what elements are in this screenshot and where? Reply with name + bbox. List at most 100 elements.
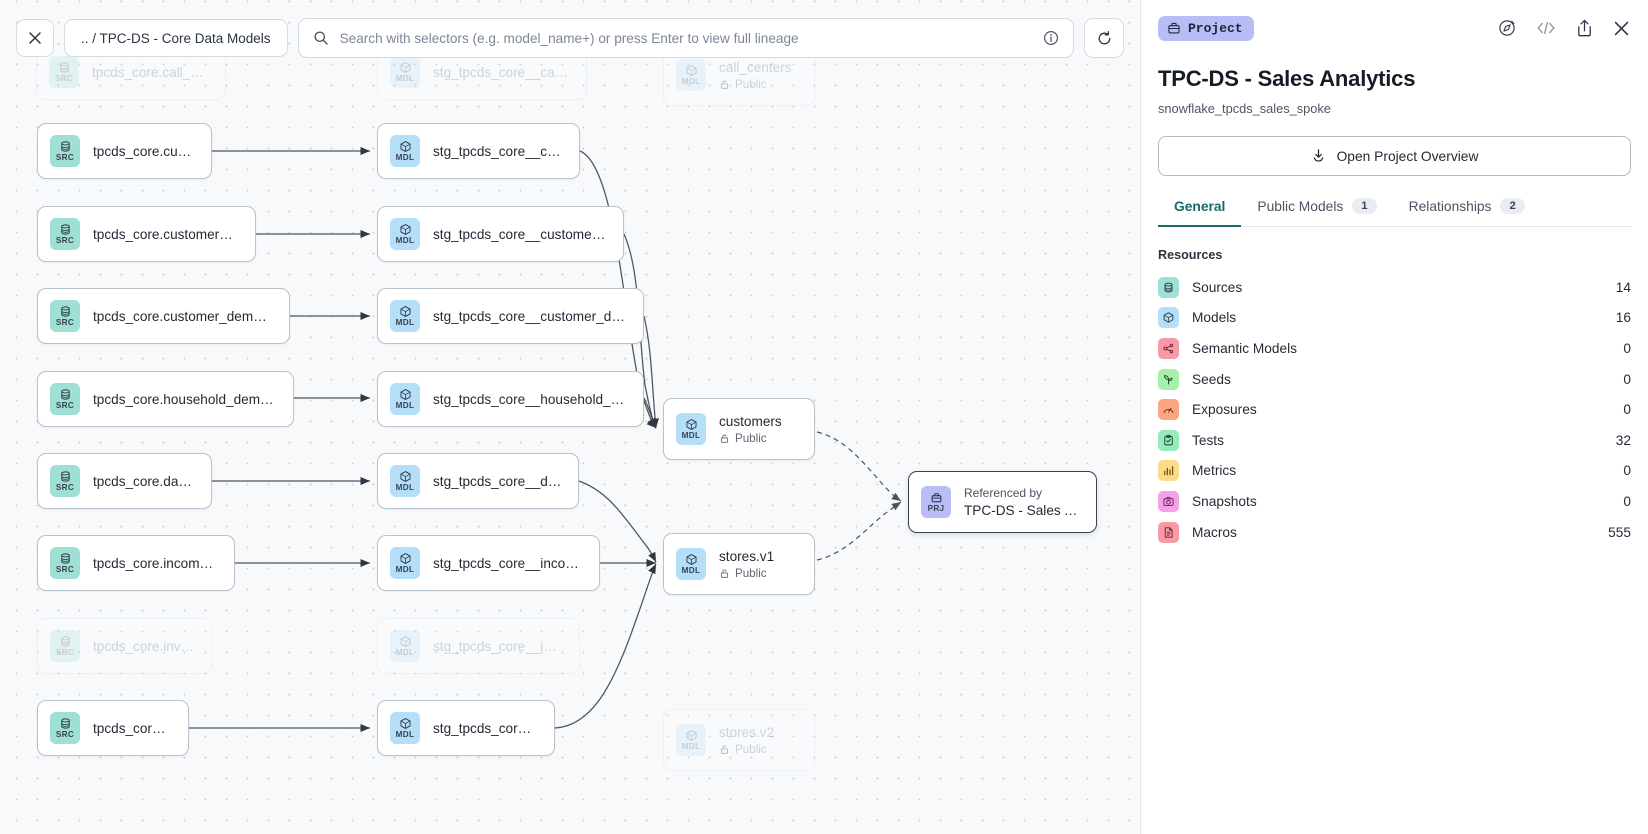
- database-icon: [1158, 276, 1179, 298]
- resource-name: Macros: [1192, 524, 1237, 540]
- lineage-edges: [189, 146, 902, 732]
- resource-count: 0: [1623, 402, 1631, 418]
- tab-general[interactable]: General: [1158, 198, 1242, 227]
- database-icon: [60, 141, 70, 152]
- node-kind-badge-src: SRC: [50, 630, 80, 662]
- node-label: tpcds_core.store: [93, 720, 172, 736]
- node-kind-badge-src: SRC: [50, 135, 80, 167]
- lineage-toolbar: .. / TPC-DS - Core Data Models Search wi…: [0, 0, 1140, 76]
- project-type-chip[interactable]: Project: [1158, 15, 1254, 41]
- node-kind-badge-mdl: MDL: [390, 630, 420, 662]
- explore-button[interactable]: [1497, 18, 1517, 38]
- resource-count: 555: [1608, 524, 1631, 540]
- close-icon: [1614, 21, 1629, 35]
- cube-icon: [685, 729, 697, 741]
- refresh-button[interactable]: [1084, 18, 1124, 58]
- cube-icon: [399, 223, 411, 235]
- resource-name: Semantic Models: [1192, 340, 1297, 356]
- node-kind-badge-mdl: MDL: [390, 465, 420, 497]
- resource-row-exposures[interactable]: Exposures 0: [1158, 394, 1631, 425]
- database-icon: [60, 553, 70, 564]
- cube-icon: [399, 552, 411, 564]
- gauge-icon: [1158, 399, 1179, 421]
- share-button[interactable]: [1575, 18, 1594, 38]
- open-project-overview-label: Open Project Overview: [1336, 148, 1479, 164]
- resource-row-macros[interactable]: Macros 555: [1158, 517, 1631, 548]
- node-label: stg_tpcds_core__inventory: [433, 638, 563, 654]
- node-label: tpcds_core.customer: [93, 143, 195, 159]
- node-visibility-badge: Public: [719, 743, 774, 756]
- cube-icon: [399, 61, 411, 73]
- node-kind-badge-mdl: MDL: [390, 135, 420, 167]
- node-label: tpcds_core.date_dim: [93, 473, 195, 489]
- lineage-node-mdl_household_demographics[interactable]: MDLstg_tpcds_core__household_demogr…: [377, 371, 644, 427]
- briefcase-icon: [1168, 22, 1180, 34]
- node-kind-badge-src: SRC: [50, 547, 80, 579]
- resource-row-snapshots[interactable]: Snapshots 0: [1158, 486, 1631, 517]
- panel-toolbar: Project: [1141, 0, 1648, 56]
- node-label: stores.v1: [719, 548, 775, 564]
- share-icon: [1578, 19, 1591, 37]
- lock-icon: [720, 745, 729, 754]
- resource-name: Snapshots: [1192, 493, 1257, 509]
- node-kind-badge-mdl: MDL: [676, 724, 706, 756]
- resource-name: Models: [1192, 310, 1237, 326]
- lineage-node-src_store[interactable]: SRC tpcds_core.store: [37, 700, 189, 756]
- camera-icon: [1158, 490, 1179, 512]
- node-label: customers: [719, 413, 782, 429]
- info-icon[interactable]: [1043, 30, 1059, 46]
- node-label: tpcds_core.call_center: [92, 64, 209, 80]
- node-label: tpcds_core.household_demographics: [93, 391, 277, 407]
- cube-icon: [1158, 307, 1179, 329]
- resource-count: 0: [1623, 493, 1631, 509]
- node-visibility-badge: Public: [719, 567, 774, 580]
- breadcrumb[interactable]: .. / TPC-DS - Core Data Models: [64, 19, 288, 57]
- compass-icon: [1499, 20, 1515, 36]
- close-lineage-button[interactable]: [16, 19, 54, 57]
- lineage-node-src_customer[interactable]: SRC tpcds_core.customer: [37, 123, 212, 179]
- resource-row-seeds[interactable]: Seeds 0: [1158, 364, 1631, 395]
- close-panel-button[interactable]: [1612, 19, 1631, 38]
- lineage-canvas[interactable]: SRCtpcds_core.call_centerMDLstg_tpcds_co…: [0, 0, 1140, 834]
- resource-name: Exposures: [1192, 402, 1257, 418]
- lineage-node-mdl_inventory[interactable]: MDL stg_tpcds_core__inventory: [377, 618, 580, 674]
- search-bar[interactable]: Search with selectors (e.g. model_name+)…: [297, 18, 1074, 58]
- node-kind-badge-src: SRC: [50, 712, 80, 744]
- search-icon: [314, 31, 328, 45]
- page-title: TPC-DS - Sales Analytics: [1158, 66, 1416, 91]
- lineage-node-mdl_customer_demographics[interactable]: MDLstg_tpcds_core__customer_demogra…: [377, 288, 644, 344]
- node-kind-badge-mdl: MDL: [390, 547, 420, 579]
- resource-name: Seeds: [1192, 371, 1231, 387]
- open-project-overview-button[interactable]: Open Project Overview: [1158, 136, 1631, 176]
- search-input[interactable]: Search with selectors (e.g. model_name+)…: [339, 30, 799, 46]
- view-code-button[interactable]: [1535, 19, 1557, 37]
- tab-label: General: [1174, 198, 1226, 214]
- node-label: call_centers: [719, 59, 792, 75]
- resource-count: 0: [1623, 371, 1631, 387]
- node-caption: Referenced by: [964, 486, 1043, 500]
